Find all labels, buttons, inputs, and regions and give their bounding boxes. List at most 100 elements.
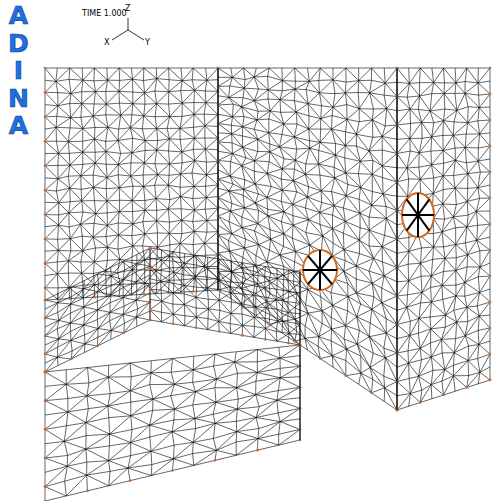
mesh-edge [320,129,322,142]
mesh-edge [155,91,157,104]
mesh-edge [382,247,397,268]
boundary-node [44,238,47,241]
mesh-edge [270,234,283,239]
mesh-edge [193,199,195,211]
mesh-edge [382,166,397,168]
mesh-edge [320,359,333,368]
mesh-edge [68,261,69,273]
mesh-edge [218,188,229,191]
mesh-edge [106,164,118,165]
mesh-edge [332,356,346,376]
mesh-edge [283,246,295,251]
mesh-edge [359,81,370,93]
mesh-edge [281,179,282,190]
mesh-edge [218,151,232,153]
mesh-edge [118,235,132,246]
mesh-edge [69,79,71,93]
mesh-edge [119,188,120,200]
mesh-edge [254,129,257,139]
mesh-edge [193,243,204,244]
mesh-edge [409,82,419,84]
mesh-edge [95,80,107,91]
mesh-edge [218,161,231,162]
mesh-edge [144,115,155,117]
mesh-edge [284,234,296,252]
mesh-edge [57,261,68,262]
mesh-edge [71,92,82,94]
mesh-edge [293,225,310,245]
mesh-edge [372,205,387,218]
mesh-edge [94,139,96,152]
mesh-edge [93,175,107,177]
mesh-edge [207,173,218,175]
mesh-edge [132,79,133,92]
mesh-edge [320,212,333,228]
mesh-edge [232,104,234,117]
mesh-edge [218,124,232,134]
mesh-edge [218,104,233,106]
mesh-edge [181,91,183,103]
mesh-edge [45,225,58,239]
mesh-edge [356,120,372,134]
mesh-edge [344,266,356,271]
mesh-edge [229,88,244,97]
mesh-edge [244,245,258,248]
mesh-edge [348,296,357,316]
mesh-edge [344,146,346,158]
mesh-edge [233,104,241,107]
mesh-edge [57,273,68,275]
mesh-edge [254,120,257,129]
mesh-edge [157,150,169,151]
mesh-edge [345,82,347,93]
mesh-edge [119,68,132,79]
mesh-edge [57,153,59,165]
mesh-edge [478,81,490,83]
mesh-edge [269,133,282,135]
mesh-edge [205,243,206,255]
mesh-edge [283,321,297,331]
mesh-edge [371,192,373,206]
mesh-edge [181,68,193,69]
mesh-edge [255,203,267,209]
mesh-edge [293,216,294,225]
mesh-edge [56,118,71,128]
mesh-edge [70,152,83,165]
mesh-edge [282,68,295,69]
mesh-edge [218,207,231,211]
mesh-edge [82,236,93,237]
mesh-edge [281,222,293,226]
mesh-edge [346,184,348,195]
mesh-edge [384,95,386,108]
mesh-edge [206,68,218,69]
mesh-edge [131,138,133,152]
mesh-edge [71,93,82,103]
mesh-edge [120,270,132,285]
mesh-edge [347,284,348,297]
mesh-edge [169,268,170,281]
mesh-edge [56,68,70,81]
mesh-edge [295,148,309,160]
mesh-edge [319,142,320,150]
mesh-edge [320,106,322,119]
mesh-edge [144,150,156,163]
mesh-edge [218,134,232,142]
mesh-edge [218,96,229,98]
mesh-edge [143,175,145,186]
mesh-edge [156,68,168,69]
mesh-edge [297,331,305,338]
mesh-edge [333,206,335,215]
mesh-edge [356,279,372,283]
mesh-edge [58,239,70,251]
mesh-edge [268,209,284,212]
mesh-edge [206,221,207,233]
mesh-edge [410,96,420,109]
mesh-edge [372,120,382,137]
mesh-edge [82,103,94,104]
mesh-edge [133,103,145,104]
mesh-edge [322,202,334,205]
mesh-edge [45,179,58,190]
mesh-edge [205,175,206,186]
mesh-edge [305,326,306,338]
mesh-edge [58,213,68,225]
mesh-edge [244,189,255,203]
